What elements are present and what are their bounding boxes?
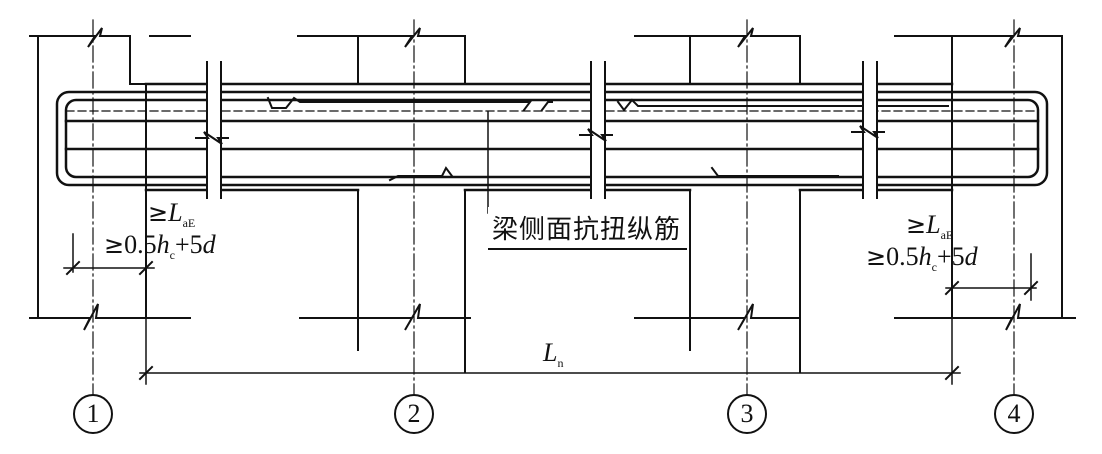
axis-bubble-3 <box>727 394 767 434</box>
lower-slab-1 <box>29 303 191 331</box>
right-anchorage-line2: ≥0.5hc+5d <box>866 242 978 274</box>
dimension-lines <box>63 233 1039 385</box>
upper-slab-mid-2 <box>357 27 466 85</box>
top-additional-bars <box>266 96 949 112</box>
break-3-zigzag <box>851 125 885 139</box>
right-anchor-tick-1 <box>944 280 960 296</box>
upper-slab-mid-4 <box>689 27 801 85</box>
axis-bubbles <box>73 394 1034 434</box>
lower-slab-3 <box>634 303 801 331</box>
axis-bubble-2 <box>394 394 434 434</box>
break-1-zigzag <box>195 131 229 145</box>
outer-stirrup-bar <box>55 90 1049 187</box>
lower-slab-4 <box>894 303 1076 331</box>
inner-stirrup-bar <box>64 98 1040 179</box>
top-bar-hook-2 <box>540 101 553 112</box>
axis-bubble-1 <box>73 394 113 434</box>
upper-slab-right-2 <box>951 27 1063 48</box>
bottom-bar-2 <box>710 166 839 177</box>
axis-label-2: 2 <box>407 399 421 428</box>
span-tick-left <box>138 365 154 381</box>
left-anchorage-line1: ≥LaE <box>148 198 196 230</box>
upper-slab-right-1 <box>894 35 953 85</box>
lower-slab-2 <box>299 303 471 331</box>
left-anchorage-line2: ≥0.5hc+5d <box>104 230 216 262</box>
axis-label-4: 4 <box>1007 399 1021 428</box>
axis-center-lines <box>92 19 1015 396</box>
clear-span-label: Ln <box>543 338 564 370</box>
upper-slab-mid-3 <box>634 35 691 85</box>
upper-slab-left <box>29 27 147 85</box>
right-anchorage-line1: ≥LaE <box>906 210 954 242</box>
upper-structure <box>29 27 1063 319</box>
lower-columns <box>145 83 953 373</box>
bottom-additional-bars <box>388 166 839 182</box>
beam-break-marks <box>195 61 885 199</box>
bottom-bar-1 <box>388 166 454 182</box>
top-bar-hook-3 <box>616 98 949 112</box>
axis-bubble-4 <box>994 394 1034 434</box>
break-2-zigzag <box>579 128 613 142</box>
torsion-rebar-note: 梁侧面抗扭纵筋 <box>488 207 688 250</box>
span-tick-right <box>944 365 960 381</box>
top-bar-hook-1 <box>266 96 532 112</box>
upper-slab-mid-1 <box>297 35 359 85</box>
axis-label-3: 3 <box>740 399 754 428</box>
lower-slabs <box>29 303 1076 331</box>
left-anchor-tick-2 <box>138 260 154 276</box>
axis-label-1: 1 <box>86 399 100 428</box>
